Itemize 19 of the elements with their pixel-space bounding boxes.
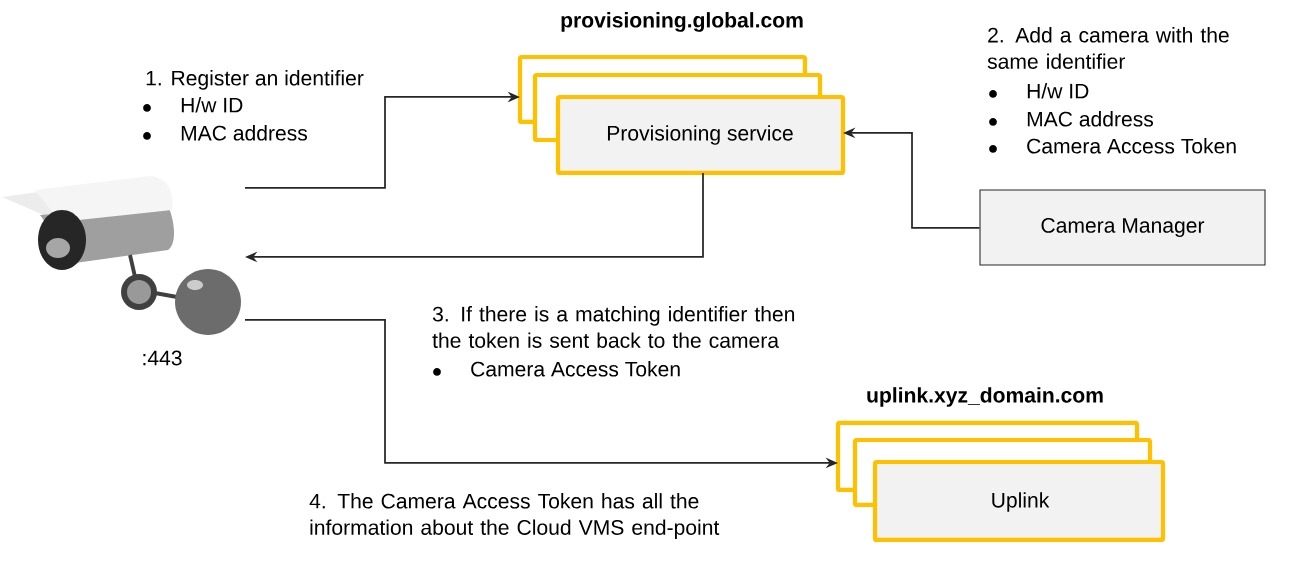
heading: uplink.xyz_domain.com bbox=[867, 387, 1103, 407]
annotation-text: H/w ID bbox=[181, 97, 243, 113]
annotation-text: 3. If there is a matching identifier then the token is sent back to the camera bbox=[432, 306, 795, 348]
annotation-text: 2. Add a camera with the same identifier bbox=[987, 27, 1229, 69]
camera-drawing bbox=[2, 176, 241, 335]
annotation-text: 1. Register an identifier bbox=[146, 70, 364, 90]
annotation-text: MAC address bbox=[1027, 111, 1154, 127]
heading: provisioning.global.com bbox=[561, 12, 803, 32]
port-label: :443 bbox=[143, 350, 182, 366]
annotation-text: Camera Access Token bbox=[471, 361, 680, 377]
annotation-text: 4. The Camera Access Token has all the information about the Cloud VMS end-point bbox=[309, 493, 720, 540]
annotation-text: MAC address bbox=[181, 125, 308, 141]
box-label: Uplink bbox=[992, 492, 1050, 512]
process-box: Camera Manager bbox=[979, 189, 1266, 266]
stacked-box bbox=[517, 54, 846, 176]
box-label: Provisioning service bbox=[608, 125, 793, 145]
stacked-box bbox=[835, 420, 1166, 543]
annotation-text: Camera Access Token bbox=[1027, 138, 1236, 154]
annotation-text: H/w ID bbox=[1027, 83, 1089, 99]
